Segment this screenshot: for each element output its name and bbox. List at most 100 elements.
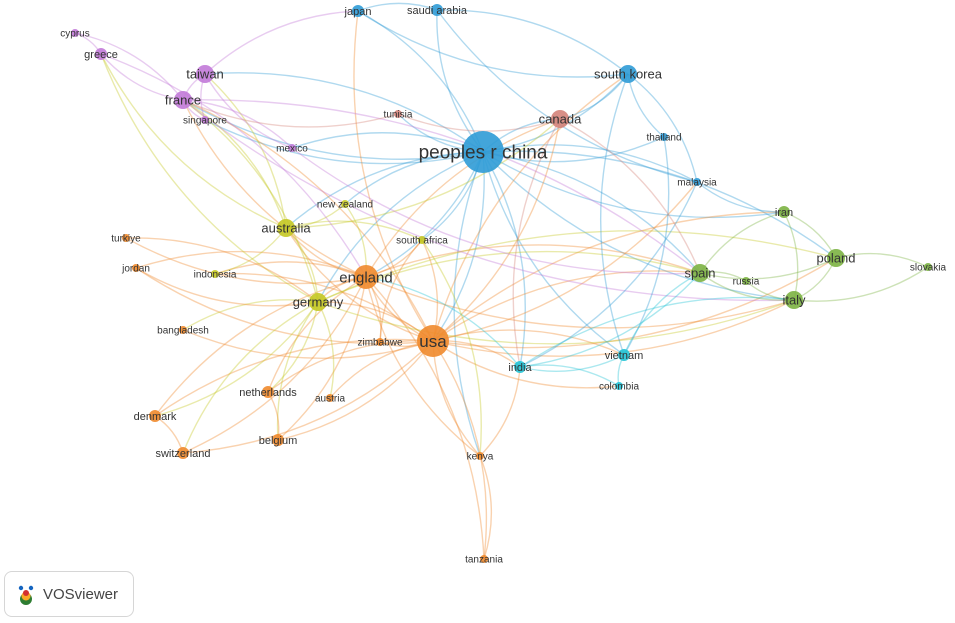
node-vietnam[interactable]: [618, 349, 630, 361]
node-india[interactable]: [514, 361, 526, 373]
link-usa-colombia: [432, 340, 620, 389]
vosviewer-badge[interactable]: VOSviewer: [4, 571, 134, 617]
node-label-slovakia: slovakia: [910, 263, 947, 274]
node-label-france: france: [165, 93, 201, 108]
link-france-mexico: [182, 99, 293, 149]
node-thailand[interactable]: [660, 133, 668, 141]
link-canada-india: [512, 118, 561, 368]
node-colombia[interactable]: [615, 382, 623, 390]
node-label-netherlands: netherlands: [239, 387, 297, 399]
node-france[interactable]: [174, 91, 192, 109]
node-denmark[interactable]: [149, 410, 161, 422]
link-greece-england: [100, 53, 367, 278]
link-iran-italy: [783, 211, 799, 301]
node-label-england: england: [339, 269, 392, 286]
link-peoples_r_china-singapore: [204, 119, 484, 165]
link-france-cyprus: [74, 32, 184, 101]
node-label-south_africa: south africa: [396, 236, 448, 247]
link-peoples_r_china-kenya: [453, 151, 484, 457]
link-peoples_r_china-spain: [482, 151, 701, 274]
node-malaysia[interactable]: [693, 178, 701, 186]
node-belgium[interactable]: [272, 434, 284, 446]
node-italy[interactable]: [785, 291, 803, 309]
link-peoples_r_china-england: [365, 151, 484, 278]
link-usa-belgium: [277, 340, 434, 441]
node-turkiye[interactable]: [122, 234, 130, 242]
node-south_korea[interactable]: [619, 65, 637, 83]
link-usa-bangladesh: [182, 329, 434, 359]
link-france-greece: [100, 53, 184, 101]
node-new_zealand[interactable]: [341, 200, 349, 208]
node-label-belgium: belgium: [259, 435, 298, 447]
node-zimbabwe[interactable]: [376, 338, 384, 346]
node-label-cyprus: cyprus: [60, 29, 89, 40]
link-germany-austria: [317, 301, 335, 399]
link-england-switzerland: [182, 276, 367, 454]
node-mexico[interactable]: [288, 144, 296, 152]
node-label-spain: spain: [684, 266, 715, 281]
link-india-spain: [519, 272, 701, 368]
node-greece[interactable]: [95, 48, 107, 60]
node-netherlands[interactable]: [262, 386, 274, 398]
link-usa-australia: [285, 227, 434, 342]
node-kenya[interactable]: [476, 452, 484, 460]
link-france-spain: [182, 99, 701, 274]
node-usa[interactable]: [417, 325, 449, 357]
node-slovakia[interactable]: [924, 263, 932, 271]
node-russia[interactable]: [742, 277, 750, 285]
link-peoples_r_china-australia: [285, 151, 484, 229]
node-jordan[interactable]: [132, 264, 140, 272]
link-usa-canada: [432, 118, 561, 342]
node-iran[interactable]: [778, 206, 790, 218]
link-australia-canada: [285, 118, 561, 229]
node-indonesia[interactable]: [211, 270, 219, 278]
node-england[interactable]: [354, 265, 378, 289]
link-usa-japan: [353, 10, 434, 342]
node-australia[interactable]: [277, 219, 295, 237]
link-south_korea-vietnam: [600, 73, 629, 356]
node-austria[interactable]: [326, 394, 334, 402]
link-peoples_r_china-india: [482, 151, 526, 368]
link-germany-greece: [100, 53, 319, 303]
node-bangladesh[interactable]: [179, 326, 187, 334]
link-south_korea-malaysia: [627, 73, 698, 183]
node-tanzania[interactable]: [480, 555, 488, 563]
node-label-usa: usa: [419, 332, 447, 351]
node-cyprus[interactable]: [71, 29, 79, 37]
node-canada[interactable]: [551, 110, 569, 128]
node-south_africa[interactable]: [418, 236, 426, 244]
link-layer: [74, 2, 929, 560]
link-india-england: [365, 276, 521, 368]
link-usa-italy: [432, 299, 795, 357]
link-peoples_r_china-italy: [482, 151, 795, 301]
link-peoples_r_china-japan: [357, 10, 484, 153]
node-label-zimbabwe: zimbabwe: [357, 338, 402, 349]
link-peoples_r_china-mexico: [291, 132, 484, 153]
label-layer: cyprusgreecetaiwanfrancesingaporemexicoj…: [60, 5, 946, 566]
node-label-italy: italy: [782, 293, 806, 308]
link-kenya-tanzania: [479, 455, 493, 560]
node-label-taiwan: taiwan: [186, 67, 224, 82]
node-japan[interactable]: [352, 5, 364, 17]
node-saudi_arabia[interactable]: [431, 4, 443, 16]
node-taiwan[interactable]: [196, 65, 214, 83]
link-poland-slovakia: [835, 252, 929, 268]
node-label-australia: australia: [261, 221, 311, 236]
node-germany[interactable]: [309, 293, 327, 311]
node-spain[interactable]: [691, 264, 709, 282]
node-poland[interactable]: [827, 249, 845, 267]
node-switzerland[interactable]: [177, 447, 189, 459]
node-singapore[interactable]: [201, 116, 209, 124]
link-germany-denmark: [154, 301, 319, 417]
node-tunisia[interactable]: [394, 110, 402, 118]
node-peoples_r_china[interactable]: [462, 131, 504, 173]
node-label-jordan: jordan: [121, 264, 150, 275]
link-peoples_r_china-germany: [317, 151, 484, 303]
link-peoples_r_china-thailand: [482, 136, 665, 163]
link-england-canada: [365, 118, 561, 278]
node-label-vietnam: vietnam: [605, 350, 644, 362]
link-england-indonesia: [214, 261, 367, 278]
link-usa-jordan: [135, 267, 434, 345]
link-usa-poland: [432, 257, 837, 349]
node-label-new_zealand: new zealand: [317, 200, 373, 211]
